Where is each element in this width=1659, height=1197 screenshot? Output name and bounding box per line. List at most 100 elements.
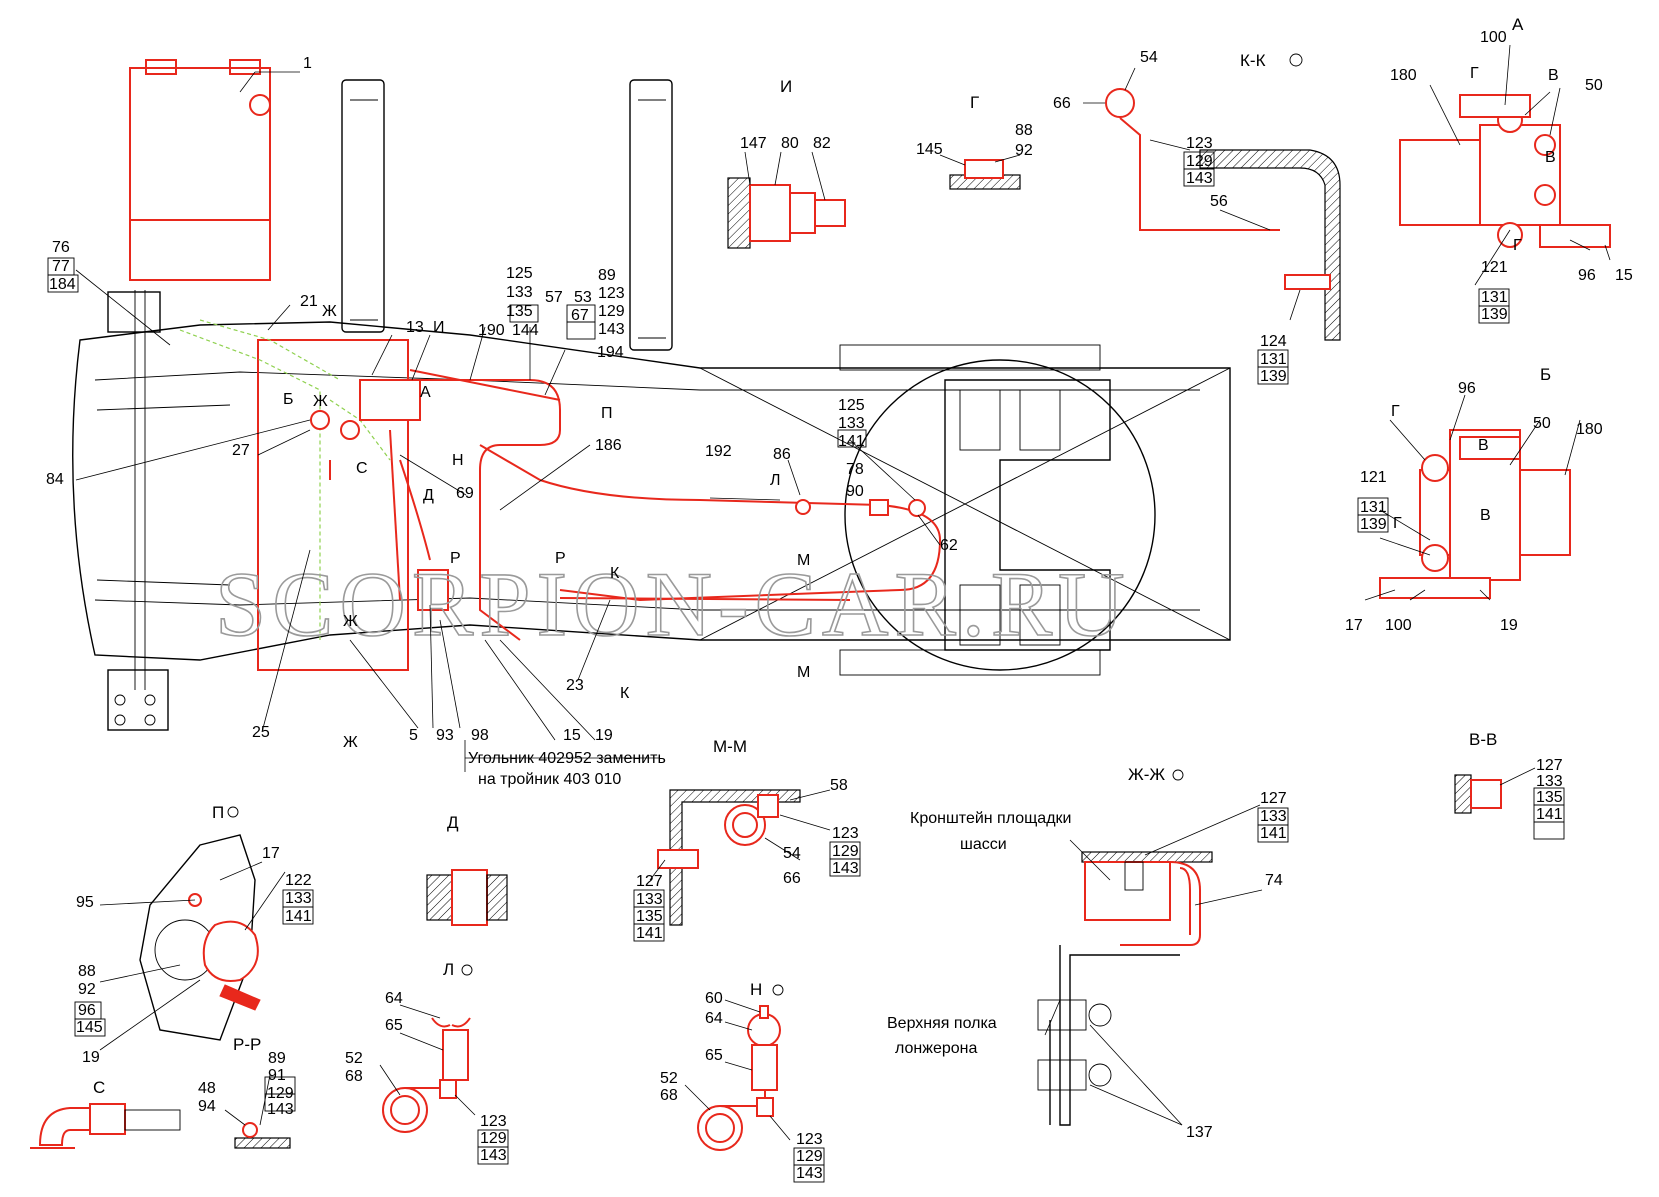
detail-vv: В-В 127 133 135 141 (1454, 730, 1565, 840)
detail-a-15: 15 (1615, 267, 1633, 284)
detail-p-96: 96 (78, 1002, 96, 1019)
section-r1-label: Р (450, 550, 461, 567)
detail-b-96: 96 (1458, 380, 1476, 397)
detail-i-82: 82 (813, 135, 831, 152)
detail-g-92: 92 (1015, 142, 1033, 159)
part-144a-label: 144 (512, 322, 539, 339)
detail-rr-title: Р-Р (233, 1035, 261, 1054)
part-125a-label: 125 (506, 265, 533, 282)
detail-l-52: 52 (345, 1050, 363, 1067)
detail-p-141: 141 (285, 908, 312, 925)
zhzh-bracket-line2: шасси (960, 836, 1007, 853)
detail-kk-129: 129 (1186, 153, 1213, 170)
section-k1-label: К (610, 565, 620, 582)
detail-rr-48: 48 (198, 1080, 216, 1097)
detail-vv-141: 141 (1536, 806, 1563, 823)
detail-b-180: 180 (1576, 421, 1603, 438)
detail-a-v1: В (1548, 67, 1559, 84)
zhzh-shelf-line2: лонжерона (895, 1040, 977, 1057)
detail-a-v2: В (1545, 149, 1556, 166)
detail-d: Д (426, 813, 508, 926)
detail-p-88: 88 (78, 963, 96, 980)
detail-n-65: 65 (705, 1047, 723, 1064)
part-129a-label: 129 (598, 303, 625, 320)
detail-g-88: 88 (1015, 122, 1033, 139)
note-line-1: Угольник 402952 заменить (468, 750, 666, 767)
detail-mm-141: 141 (636, 925, 663, 942)
part-13-label: 13 (406, 319, 424, 336)
section-m2-label: М (797, 664, 810, 681)
section-k2-label: К (620, 685, 630, 702)
detail-p-145: 145 (76, 1019, 103, 1036)
detail-kk-124: 124 (1260, 333, 1287, 350)
detail-a-title: А (1512, 15, 1524, 34)
detail-a-139: 139 (1481, 306, 1508, 323)
part-69-label: 69 (456, 485, 474, 502)
detail-a-180: 180 (1390, 67, 1417, 84)
section-zh-label: Ж (322, 303, 337, 320)
detail-mm-133: 133 (636, 891, 663, 908)
detail-rr-94: 94 (198, 1098, 216, 1115)
part-133b-label: 133 (838, 415, 865, 432)
view-a-marker: А (420, 384, 431, 401)
detail-mm-129: 129 (832, 843, 859, 860)
part-25-label: 25 (252, 724, 270, 741)
detail-rr-129: 129 (267, 1085, 294, 1102)
detail-n-52: 52 (660, 1070, 678, 1087)
part-90-label: 90 (846, 483, 864, 500)
part-93-label: 93 (436, 727, 454, 744)
part-1-label: 1 (303, 55, 312, 72)
detail-p-95: 95 (76, 894, 94, 911)
detail-mm-54: 54 (783, 845, 801, 862)
part-84-label: 84 (46, 471, 64, 488)
detail-p-122: 122 (285, 872, 312, 889)
note-line-2: на тройник 403 010 (478, 771, 621, 788)
detail-g-145: 145 (916, 141, 943, 158)
detail-s-title: С (93, 1078, 105, 1097)
part-123a-label: 123 (598, 285, 625, 302)
part-98-label: 98 (471, 727, 489, 744)
detail-b-121: 121 (1360, 469, 1387, 486)
part-5-label: 5 (409, 727, 418, 744)
detail-zhzh-74: 74 (1265, 872, 1283, 889)
detail-p: П 17 95 122 133 141 88 92 96 145 19 (74, 803, 314, 1066)
detail-a-g1: Г (1470, 65, 1479, 82)
detail-a-g2: Г (1513, 237, 1522, 254)
part-62-label: 62 (940, 537, 958, 554)
part-78-label: 78 (846, 461, 864, 478)
detail-kk-123: 123 (1186, 135, 1213, 152)
part-23-label: 23 (566, 677, 584, 694)
section-r2-label: Р (555, 550, 566, 567)
detail-a-96: 96 (1578, 267, 1596, 284)
chassis-main-view (72, 59, 1231, 731)
detail-p-17: 17 (262, 845, 280, 862)
detail-b-title: Б (1540, 365, 1551, 384)
detail-b-131: 131 (1360, 499, 1387, 516)
view-l-marker: Л (770, 472, 781, 489)
detail-kk-139: 139 (1260, 368, 1287, 385)
watermark-text: SCORPION-CAR.RU (215, 553, 1131, 655)
detail-l-65: 65 (385, 1017, 403, 1034)
detail-rr-91: 91 (268, 1067, 286, 1084)
detail-rr-143: 143 (267, 1101, 294, 1118)
detail-s: С (30, 1078, 181, 1149)
part-19a-label: 19 (595, 727, 613, 744)
detail-l: Л 64 65 52 68 123 129 143 (345, 960, 509, 1165)
detail-n-129: 129 (796, 1148, 823, 1165)
part-27-label: 27 (232, 442, 250, 459)
part-86-label: 86 (773, 446, 791, 463)
detail-i: И 147 80 82 (727, 77, 846, 249)
part-184-label: 184 (49, 276, 76, 293)
detail-zhzh-133: 133 (1260, 808, 1287, 825)
part-53-label: 53 (574, 289, 592, 306)
view-n-marker: Н (452, 452, 464, 469)
detail-b-139: 139 (1360, 516, 1387, 533)
detail-n: Н 60 64 65 52 68 123 129 143 (660, 980, 825, 1183)
detail-vv-135: 135 (1536, 789, 1563, 806)
detail-p-133: 133 (285, 890, 312, 907)
section-zh2-label: Ж (313, 393, 328, 410)
main-labels: 1 76 77 184 21 Ж 13 И 190 125 133 135 14… (46, 55, 958, 751)
detail-zhzh-141: 141 (1260, 825, 1287, 842)
detail-g: Г 145 88 92 (916, 93, 1033, 190)
detail-vv-127: 127 (1536, 757, 1563, 774)
